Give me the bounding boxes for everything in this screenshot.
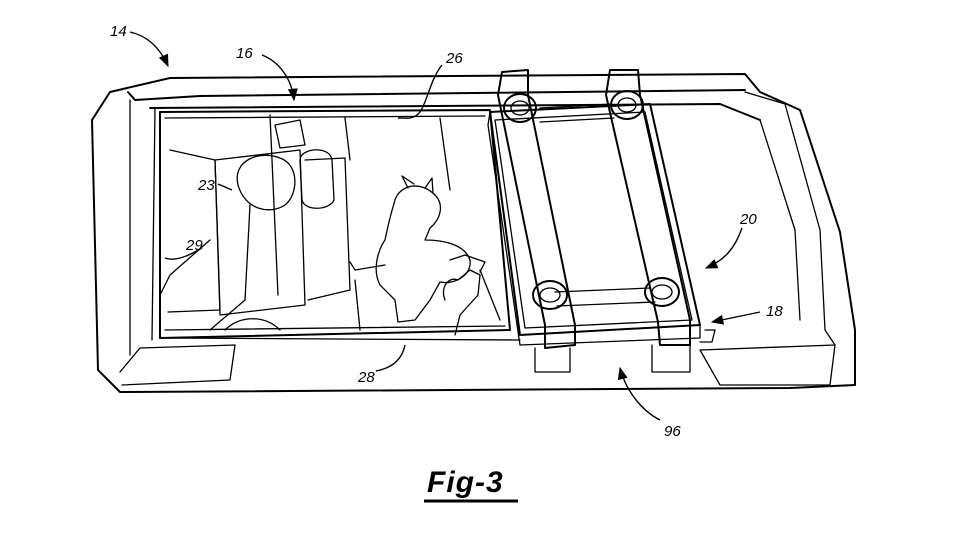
ref-label-29: 29 — [185, 237, 203, 254]
vehicle-interior — [159, 114, 501, 336]
ref-label-16: 16 — [236, 45, 253, 62]
ref-label-23: 23 — [197, 177, 215, 194]
ref-label-26: 26 — [445, 50, 463, 67]
glass-roof-panel — [159, 109, 521, 341]
figure-caption-text: Fig-3 — [427, 466, 504, 499]
ref-label-28: 28 — [357, 369, 375, 386]
ref-label-14: 14 — [110, 23, 127, 40]
figure-caption: Fig-3 — [424, 466, 518, 503]
ref-label-96: 96 — [664, 423, 681, 440]
roof-cargo-carrier — [487, 69, 716, 373]
vehicle-body — [91, 73, 856, 393]
ref-label-18: 18 — [766, 303, 783, 320]
ref-label-20: 20 — [739, 211, 757, 228]
leader-lines — [129, 31, 761, 421]
reference-numerals: 14 16 26 23 29 20 18 28 96 — [110, 23, 783, 440]
